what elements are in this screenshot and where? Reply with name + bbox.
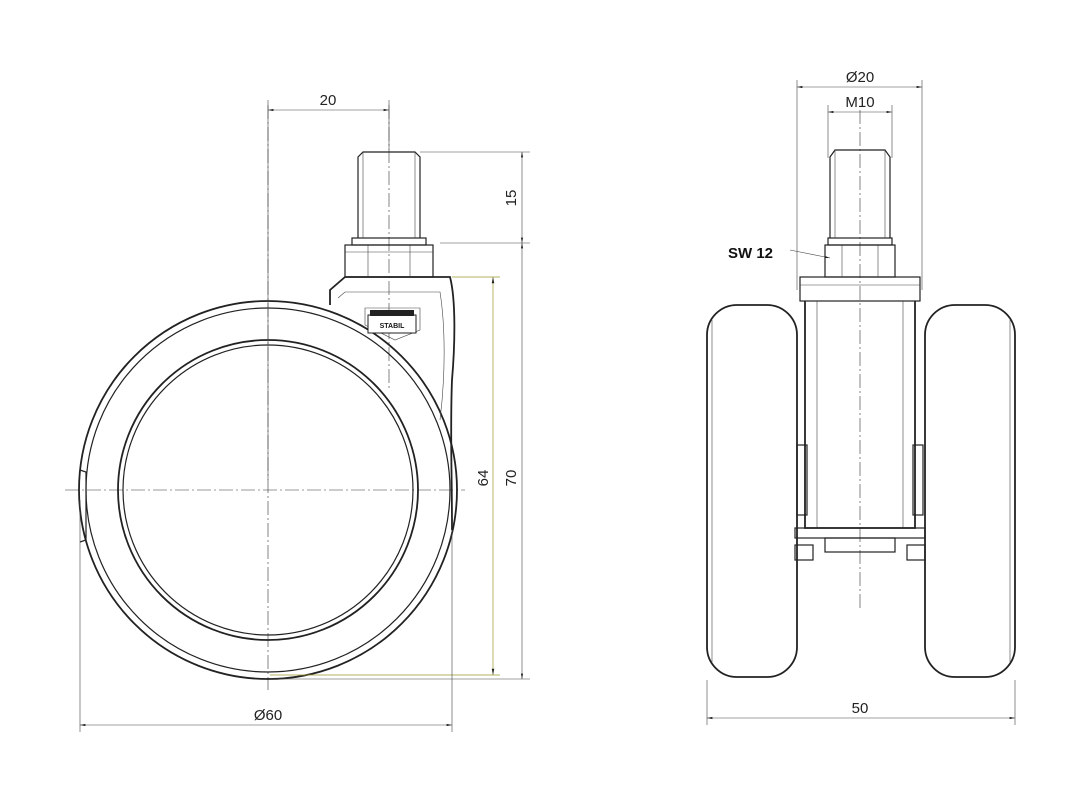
logo-text: STABIL	[380, 323, 405, 330]
stem-side	[344, 151, 434, 278]
dim-stem-length: 15	[420, 151, 530, 244]
dim-total-width: 50	[706, 680, 1016, 725]
dim-d60-label: Ø60	[254, 707, 282, 724]
left-axle-washer	[796, 444, 808, 516]
right-axle-washer	[912, 444, 924, 516]
logo-bar	[370, 310, 414, 316]
front-view: Ø20 M10 SW 12 50	[706, 69, 1016, 725]
dim-d20-label: Ø20	[846, 69, 874, 86]
stem-collar-front	[827, 237, 893, 246]
wheel-left-edge	[79, 469, 87, 543]
dim-total-height: 70	[270, 243, 530, 680]
housing-window	[364, 307, 421, 341]
sw12-label: SW 12	[728, 245, 773, 262]
housing-inner-line	[337, 291, 445, 421]
housing-outline	[329, 276, 456, 531]
housing-side: STABIL	[329, 276, 456, 531]
housing-front	[794, 276, 926, 561]
dim-stem-offset: 20	[267, 92, 390, 480]
dim-wheel-diameter: Ø60	[79, 500, 453, 732]
left-wheel	[706, 304, 798, 678]
dim-thread: M10	[827, 94, 893, 158]
dim-15-label: 15	[503, 190, 520, 207]
dim-wheel-height: 64	[270, 276, 500, 676]
dim-m10-label: M10	[845, 94, 874, 111]
stem-front	[824, 149, 896, 278]
right-wheel	[924, 304, 1016, 678]
side-view: STABIL 20 15	[65, 92, 530, 732]
left-axle-cap	[794, 544, 814, 561]
dim-50-label: 50	[852, 700, 869, 717]
axle-nut	[824, 537, 896, 553]
dim-70-label: 70	[503, 470, 520, 487]
dim-stem-diameter: Ø20	[796, 69, 923, 290]
dim-64-label: 64	[475, 470, 492, 487]
threaded-stem	[357, 151, 421, 238]
threaded-stem-front	[829, 149, 891, 238]
dim-wrench: SW 12	[728, 245, 831, 262]
stem-collar	[351, 237, 427, 246]
dim-20-label: 20	[320, 92, 337, 109]
right-axle-cap	[906, 544, 926, 561]
